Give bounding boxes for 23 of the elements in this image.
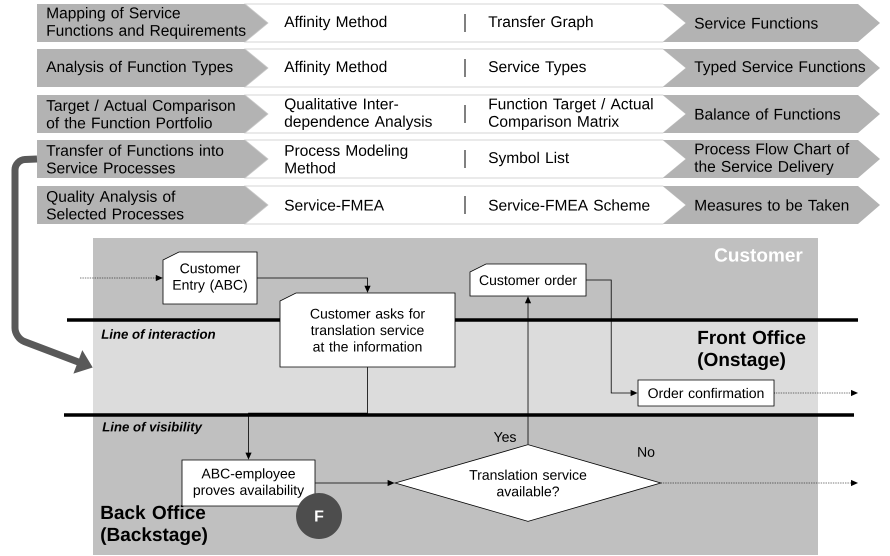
- result-panel: Process Flow Chart of the Service Delivery: [663, 140, 880, 178]
- step-panel: Mapping of Service Functions and Requirements: [37, 4, 268, 42]
- step-panel: Transfer of Functions into Service Processes: [37, 140, 268, 178]
- method-band: Process Modeling Method Symbol List: [244, 140, 687, 178]
- result-panel: Service Functions: [663, 4, 880, 42]
- step-panel: Target / Actual Comparison of the Function Portfolio: [37, 95, 268, 133]
- result-panel: Measures to be Taken: [663, 186, 880, 224]
- result-panel: Typed Service Functions: [663, 49, 880, 87]
- step-panel: Analysis of Function Types: [37, 49, 268, 87]
- method-band: Service-FMEA Service-FMEA Scheme: [244, 186, 687, 224]
- process-box: Order confirmation: [638, 380, 774, 406]
- line-label: Line of interaction: [101, 329, 216, 339]
- method-band: Affinity Method Service Types: [244, 48, 687, 88]
- line-label: Line of visibility: [102, 422, 202, 434]
- result-panel: Balance of Functions: [663, 95, 880, 133]
- process-box: Customer Entry (ABC): [162, 252, 258, 304]
- edge-label: No: [636, 446, 656, 458]
- process-box: ABC-employee proves availability: [182, 460, 316, 506]
- method-band: Qualitative Inter-dependence Analysis Function Target / Actual Comparison Matrix: [244, 94, 687, 134]
- process-box: Customer order: [470, 264, 586, 296]
- step-panel: Quality Analysis of Selected Processes: [37, 186, 268, 224]
- edge-label: Yes: [492, 431, 518, 443]
- process-box: Customer asks for translation service at the information: [280, 292, 456, 368]
